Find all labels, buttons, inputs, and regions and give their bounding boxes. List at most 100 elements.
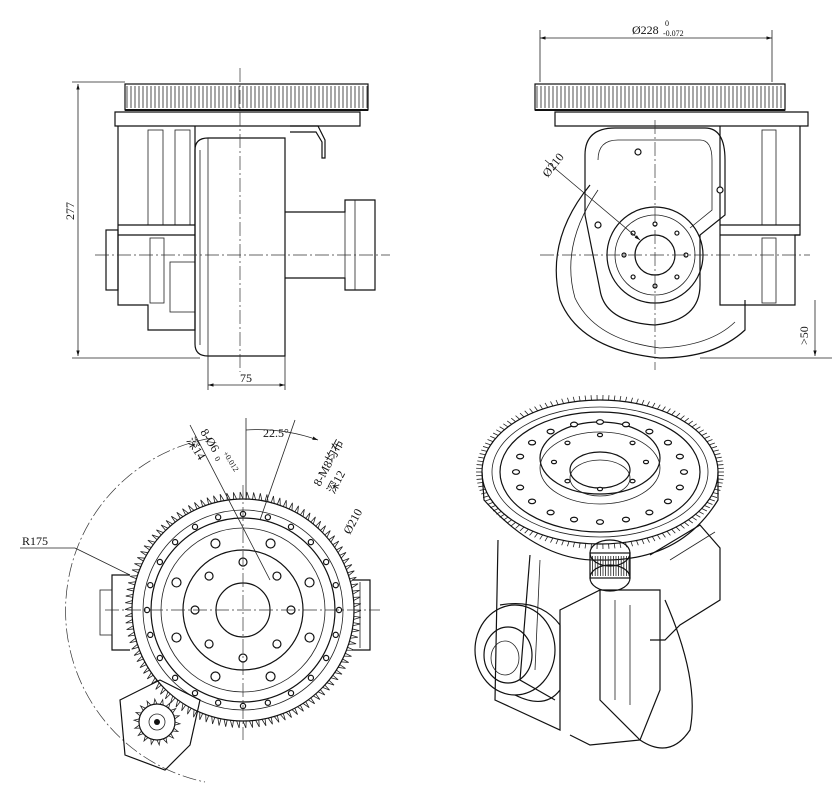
gear-tooth [715, 485, 722, 488]
gear-tooth [641, 539, 645, 545]
gear-tooth [641, 399, 645, 405]
gear-tooth [511, 417, 516, 423]
gear-tooth [506, 519, 512, 524]
gear-tooth [341, 658, 349, 663]
pinion-teeth [132, 697, 182, 747]
gear-tooth [172, 727, 180, 733]
bolt-hole [210, 538, 221, 549]
top-view: R175 22.5° 8-Ø6 +0.012 [20, 418, 380, 783]
gear-tooth [352, 622, 361, 627]
gear-tooth [139, 661, 147, 668]
gear-tooth [153, 697, 158, 705]
gear-tooth [133, 649, 141, 656]
gear-tooth [223, 719, 228, 727]
gear-tooth [136, 655, 144, 662]
gear-tooth [680, 524, 685, 529]
gear-tooth [132, 718, 140, 723]
gear-tooth [299, 508, 305, 517]
gear-tooth [126, 625, 134, 631]
gear-tooth [701, 432, 708, 436]
gear-tooth [539, 404, 543, 410]
gear-tooth [351, 628, 360, 633]
bolt-hole [595, 519, 605, 525]
bolt-hole [645, 428, 654, 435]
bolt-hole [287, 523, 295, 531]
bolt-hole [171, 577, 182, 588]
gear-tooth [646, 401, 650, 407]
gear-tooth [146, 700, 152, 707]
gear-tooth [688, 519, 694, 524]
gear-tooth [661, 532, 666, 538]
gear-tooth [147, 539, 156, 546]
gear-tooth [226, 492, 231, 501]
gear-tooth [125, 612, 133, 617]
gear-tooth [282, 500, 287, 508]
gear-tooth [146, 672, 154, 680]
dim-tolerance-lower: -0.072 [663, 29, 684, 38]
pin-hole-callout: 8-Ø6 +0.012 0 深14 [184, 426, 241, 473]
gear-tooth [342, 558, 350, 565]
gear-tooth [211, 716, 216, 725]
bolt-hole [569, 516, 579, 523]
gear-tooth [346, 646, 355, 651]
gear-tooth [155, 682, 162, 690]
gear-tooth [651, 402, 656, 408]
dim-bolt-circle: Ø210 [340, 506, 365, 536]
gear-tooth [714, 453, 721, 456]
gear-tooth [613, 543, 616, 549]
gear-tooth [711, 495, 718, 498]
gear-tooth [515, 415, 520, 420]
gear-tooth [479, 488, 486, 491]
gear-tooth [267, 717, 273, 725]
gear-tooth [529, 530, 534, 536]
gear-tooth [675, 412, 681, 418]
gear-tooth [168, 733, 175, 740]
bolt-hole [679, 469, 689, 475]
gear-tooth [160, 687, 166, 695]
gear-tooth [173, 715, 181, 720]
gear-tooth [297, 704, 304, 712]
svg-text:0: 0 [213, 455, 223, 463]
gear-tooth [490, 435, 496, 439]
top-gear-teeth [124, 491, 362, 729]
bolt-hole [322, 558, 330, 566]
gear-tooth [330, 674, 339, 681]
gear-tooth [347, 570, 355, 577]
bolt-hole [516, 453, 525, 460]
bolt-hole [621, 421, 631, 428]
gear-tooth [245, 491, 250, 500]
hub-hole [596, 432, 604, 438]
gear-tooth [695, 426, 701, 431]
bolt-hole [272, 639, 282, 649]
gear-tooth [176, 511, 184, 519]
gear-tooth [619, 396, 622, 402]
bolt-hole [204, 639, 214, 649]
gear-tooth [219, 494, 225, 502]
bolt-hole [204, 571, 214, 581]
gear-tooth [529, 408, 534, 414]
side-motor-housing [719, 126, 801, 306]
gear-tooth [236, 720, 241, 729]
gear-tooth [252, 492, 257, 500]
bolt-hole [147, 631, 154, 639]
gear-tooth [351, 583, 359, 589]
dim-bore-diameter: Ø210 [539, 150, 566, 180]
gear-tooth [572, 396, 575, 402]
gear-tooth [695, 513, 701, 518]
gear-tooth [324, 530, 331, 538]
gear-tooth [561, 398, 564, 404]
gear-tooth [478, 456, 485, 459]
gear-tooth [137, 557, 145, 562]
gear-tooth [515, 524, 520, 529]
gear-tooth [666, 530, 671, 536]
gear-tooth [143, 735, 149, 743]
gear-tooth [487, 439, 494, 443]
gear-tooth [561, 540, 564, 546]
gear-tooth [248, 720, 253, 728]
gear-tooth [706, 439, 713, 443]
gear-tooth [619, 542, 622, 548]
gear-tooth [482, 446, 489, 449]
gear-tooth [584, 395, 587, 401]
gear-tooth [239, 491, 244, 500]
gear-tooth [217, 718, 222, 726]
